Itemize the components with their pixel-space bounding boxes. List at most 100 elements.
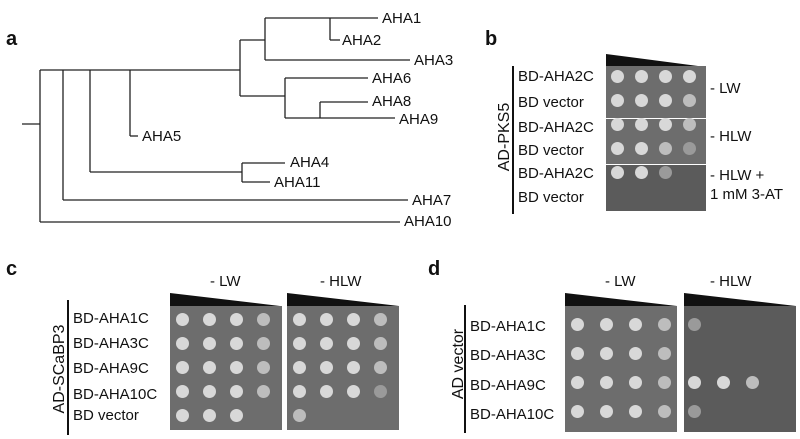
panel-c-hlw-colony [293, 313, 306, 326]
panel-c-hlw-colony [293, 361, 306, 374]
bracket-d [464, 305, 466, 433]
panel-c-lw-colony [203, 385, 216, 398]
leaf-aha7: AHA7 [412, 192, 452, 209]
panel-c-hlw-colony [293, 409, 306, 422]
panel-c-hlw-colony [347, 337, 360, 350]
leaf-aha3: AHA3 [414, 52, 454, 69]
panel-c-lw-colony [230, 385, 243, 398]
leaf-aha6: AHA6 [372, 70, 412, 87]
panel-c-lw-colony [203, 337, 216, 350]
row-label-b-2: BD-AHA2C [518, 119, 594, 136]
row-label-c-2: BD-AHA9C [73, 360, 149, 377]
panel-b-colony [611, 166, 624, 179]
panel-b-colony [635, 166, 648, 179]
panel-d-hlw-colony [688, 318, 701, 331]
panel-c-hlw-colony [293, 385, 306, 398]
panel-c-lw-colony [176, 337, 189, 350]
dilution-wedge-d-lw [565, 293, 677, 306]
panel-d-lw-colony [600, 318, 613, 331]
panel-c-hlw-colony [347, 361, 360, 374]
header-d-lw: - LW [605, 273, 636, 290]
panel-b-colony [635, 70, 648, 83]
panel-b-colony [611, 118, 624, 131]
panel-d-hlw-colony [746, 376, 759, 389]
dilution-wedge-c-hlw [287, 293, 399, 306]
panel-c-lw-colony [230, 313, 243, 326]
panel-d-lw-colony [658, 318, 671, 331]
header-d-hlw: - HLW [710, 273, 752, 290]
panel-c-hlw-colony [347, 385, 360, 398]
condition-b-lw: - LW [710, 80, 741, 97]
panel-c-lw-colony [203, 409, 216, 422]
header-c-hlw: - HLW [320, 273, 362, 290]
row-label-d-3: BD-AHA10C [470, 406, 555, 423]
panel-d-hlw-colony [688, 405, 701, 418]
panel-d-lw-colony [600, 347, 613, 360]
panel-c-lw-colony [230, 337, 243, 350]
panel-c-hlw-colony [320, 385, 333, 398]
panel-b-colony [611, 70, 624, 83]
panel-d-lw-colony [629, 318, 642, 331]
condition-b-3at: 1 mM 3-AT [710, 186, 784, 203]
phylogenetic-tree [22, 17, 410, 223]
dilution-wedge-d-hlw [684, 293, 796, 306]
panel-c-lw-colony [176, 409, 189, 422]
panel-c-lw-colony [257, 385, 270, 398]
row-label-b-0: BD-AHA2C [518, 68, 594, 85]
panel-d-lw-colony [658, 376, 671, 389]
panel-c-lw-colony [257, 337, 270, 350]
panel-c-hlw-colony [347, 313, 360, 326]
panel-c-lw-colony [203, 313, 216, 326]
panel-c-hlw-colony [374, 385, 387, 398]
leaf-aha4: AHA4 [290, 154, 330, 171]
panel-letter-b: b [485, 28, 498, 50]
panel-c-hlw-colony [320, 313, 333, 326]
panel-c-lw-colony [176, 313, 189, 326]
panel-c-hlw-colony [320, 337, 333, 350]
panel-c-hlw-colony [374, 361, 387, 374]
panel-d-lw-colony [658, 347, 671, 360]
panel-c-lw-colony [203, 361, 216, 374]
panel-d-lw-colony [571, 318, 584, 331]
condition-b-hlw-plus: - HLW + [710, 167, 765, 184]
leaf-aha9: AHA9 [399, 111, 439, 128]
bracket-b [512, 66, 514, 214]
panel-b-colony [683, 118, 696, 131]
plate-d-hlw [684, 306, 796, 432]
panel-b-colony [635, 142, 648, 155]
panel-b-colony [635, 94, 648, 107]
panel-b-colony [635, 118, 648, 131]
row-label-d-1: BD-AHA3C [470, 347, 546, 364]
panel-d-lw-colony [571, 376, 584, 389]
leaf-aha10: AHA10 [404, 213, 452, 230]
header-c-lw: - LW [210, 273, 241, 290]
panel-d-lw-colony [571, 405, 584, 418]
panel-c-hlw-colony [374, 313, 387, 326]
row-label-b-4: BD-AHA2C [518, 165, 594, 182]
leaf-aha5: AHA5 [142, 128, 182, 145]
panel-b-colony [659, 142, 672, 155]
panel-b-colony [683, 142, 696, 155]
panel-letter-a: a [6, 28, 18, 50]
panel-d-lw-colony [571, 347, 584, 360]
row-label-d-0: BD-AHA1C [470, 318, 546, 335]
panel-c-lw-colony [230, 409, 243, 422]
row-label-b-3: BD vector [518, 142, 584, 159]
panel-letter-c: c [6, 258, 18, 280]
row-label-c-0: BD-AHA1C [73, 310, 149, 327]
dilution-wedge-c-lw [170, 293, 280, 306]
panel-b-colony [659, 166, 672, 179]
row-label-c-4: BD vector [73, 407, 139, 424]
leaf-aha1: AHA1 [382, 10, 422, 27]
leaf-aha2: AHA2 [342, 32, 382, 49]
panel-c-hlw-colony [320, 361, 333, 374]
panel-letter-d: d [428, 258, 441, 280]
leaf-aha11: AHA11 [274, 174, 321, 191]
row-label-b-1: BD vector [518, 94, 584, 111]
panel-b-colony [683, 94, 696, 107]
panel-d-lw-colony [658, 405, 671, 418]
dilution-wedge-b [606, 54, 698, 66]
panel-c-hlw-colony [374, 337, 387, 350]
panel-c-lw-colony [257, 361, 270, 374]
row-label-d-2: BD-AHA9C [470, 377, 546, 394]
